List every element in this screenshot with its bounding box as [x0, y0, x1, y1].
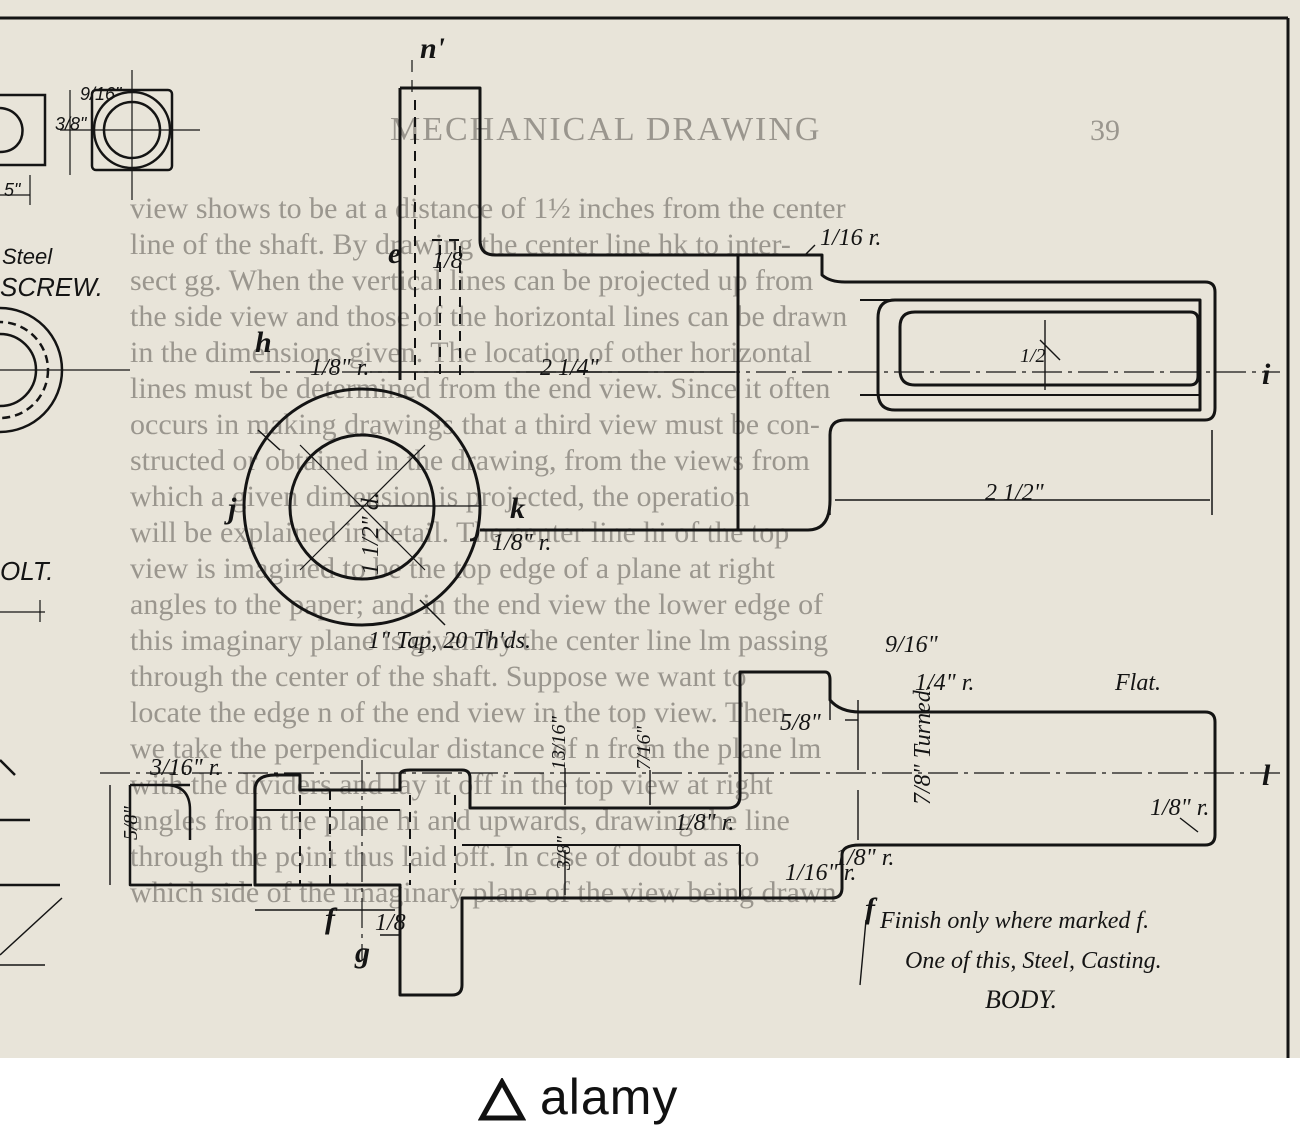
- label-f-right: f: [865, 892, 878, 925]
- dimension-lines: [109, 240, 1210, 986]
- bg-line: lines must be determined from the end vi…: [130, 372, 830, 405]
- dim-1-8-e: 1/8: [432, 248, 463, 274]
- bg-line: sect gg. When the vertical lines can be …: [130, 264, 813, 297]
- dim-tap: 1" Tap, 20 Th'ds.: [368, 628, 531, 654]
- note-flat: Flat.: [1114, 670, 1161, 696]
- bg-heading: MECHANICAL DRAWING: [390, 111, 821, 148]
- alamy-logo-icon: [478, 1078, 526, 1121]
- dim-3-16-r: 3/16" r.: [149, 755, 221, 781]
- bg-line: this imaginary plane is given by the cen…: [130, 624, 828, 657]
- dim-left-9-16: 9/16": [80, 84, 123, 104]
- label-g: g: [354, 936, 370, 969]
- label-steel: Steel: [2, 244, 53, 269]
- label-l: l: [1262, 759, 1271, 792]
- center-lines: [250, 60, 1280, 507]
- note-title: BODY.: [985, 985, 1057, 1014]
- label-f-left: f: [325, 902, 338, 935]
- dim-left-5: 5": [4, 180, 22, 200]
- label-h: h: [255, 326, 272, 359]
- front-view-outline: [253, 670, 1217, 997]
- dim-2-1-2: 2 1/2": [985, 480, 1045, 506]
- label-k: k: [510, 492, 525, 525]
- label-screw: SCREW.: [0, 272, 103, 302]
- front-view: [128, 670, 1217, 997]
- dim-7-16: 7/16": [633, 725, 655, 770]
- bg-line: angles to the paper; and in the end view…: [130, 588, 823, 621]
- dim-1-8-r-end: 1/8" r.: [1150, 795, 1209, 821]
- bg-line: occurs in making drawings that a third v…: [130, 408, 820, 441]
- drawing-notes: Finish only where marked f. One of this,…: [879, 908, 1162, 1014]
- bg-line: in the dimensions given. The location of…: [130, 336, 812, 369]
- bleed-through-text: MECHANICAL DRAWING 39 view shows to be a…: [130, 111, 1120, 909]
- label-i: i: [1262, 358, 1271, 391]
- bg-line: we take the perpendicular distance of n …: [130, 732, 821, 765]
- dim-9-16: 9/16": [885, 632, 939, 658]
- dim-turned: 7/8" Turned.: [910, 684, 936, 805]
- bg-line: the side view and those of the horizonta…: [130, 300, 847, 333]
- dim-1-8-r-k: 1/8" r.: [492, 530, 551, 556]
- front-center-lines: [100, 760, 1280, 960]
- dim-1-16-r-top: 1/16 r.: [820, 225, 881, 251]
- note-finish: Finish only where marked f.: [879, 908, 1149, 934]
- dim-5-8-left: 5/8": [120, 805, 142, 840]
- shaft-circle-view: [242, 387, 482, 627]
- top-view-hidden-lines: [414, 100, 461, 380]
- bore-circle: [288, 433, 436, 581]
- dim-3-8: 3/8": [553, 835, 575, 871]
- note-material: One of this, Steel, Casting.: [905, 948, 1162, 974]
- label-bolt: OLT.: [0, 556, 53, 586]
- bg-page-number: 39: [1090, 114, 1120, 147]
- dim-2-1-4: 2 1/4": [540, 355, 600, 381]
- watermark-text: alamy: [540, 1069, 679, 1125]
- dim-left-3-8: 3/8": [55, 114, 88, 134]
- dim-1-8-r-mid: 1/8" r.: [675, 810, 734, 836]
- border-frame: [0, 16, 1290, 1058]
- dim-1-8-r-b: 1/8" r.: [835, 845, 894, 871]
- dimension-texts: 1/8 1/8" r. 2 1/4" 1/16 r. 1/2 2 1/2" 1 …: [120, 225, 1209, 936]
- bg-line: locate the edge n of the end view in the…: [130, 696, 786, 729]
- point-labels: n' e h i j k l f f g: [224, 32, 1271, 969]
- dim-5-8: 5/8": [780, 710, 822, 736]
- label-n-prime: n': [420, 32, 445, 65]
- dim-1-8-g: 1/8: [375, 910, 406, 936]
- bg-line: through the center of the shaft. Suppose…: [130, 660, 747, 693]
- dim-1-1-2-d: 1 1/2" d.: [358, 492, 384, 575]
- dim-1-8-r-h: 1/8" r.: [310, 355, 369, 381]
- left-partial-views: [0, 70, 200, 966]
- front-view-hidden-lines: [299, 790, 456, 885]
- screw-head-side: [0, 93, 47, 167]
- label-e: e: [388, 237, 401, 270]
- dim-13-16: 13/16": [548, 715, 570, 770]
- dim-1-16-r-b: 1/16" r.: [785, 860, 856, 886]
- bg-line: which side of the imaginary plane of the…: [130, 876, 836, 909]
- bg-line: will be explained in detail. The center …: [130, 516, 789, 549]
- top-inner-rect: [876, 298, 1202, 412]
- dim-1-2: 1/2: [1020, 345, 1046, 367]
- label-j: j: [224, 492, 237, 525]
- bg-line: view shows to be at a distance of 1½ inc…: [130, 192, 846, 225]
- bg-line: which a given dimension is projected, th…: [130, 480, 750, 513]
- hub-outer-circle: [242, 387, 482, 627]
- top-view: [398, 86, 1217, 542]
- watermark-bar: [0, 1058, 1300, 1140]
- dim-1-4-r: 1/4" r.: [915, 670, 974, 696]
- bg-line: view is imagined to be the top edge of a…: [130, 552, 775, 585]
